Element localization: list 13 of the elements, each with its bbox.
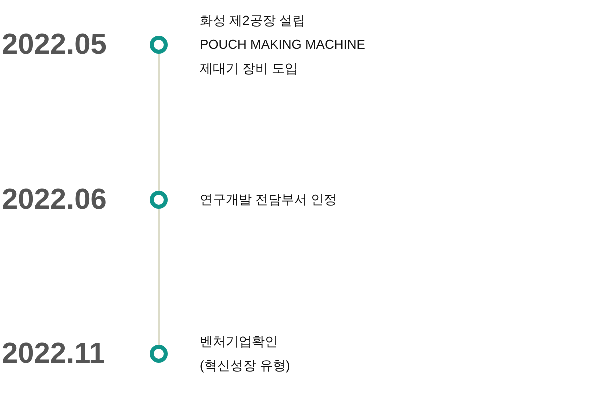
event-text: 연구개발 전담부서 인정	[200, 191, 338, 209]
event-text: 제대기 장비 도입	[200, 60, 300, 78]
timeline-marker	[150, 191, 168, 209]
timeline-marker	[150, 36, 168, 54]
date-label: 2022.05	[2, 28, 107, 62]
event-text: POUCH MAKING MACHINE	[200, 36, 366, 54]
timeline-line	[158, 54, 160, 191]
timeline-marker	[150, 345, 168, 363]
event-text: 화성 제2공장 설립	[200, 12, 306, 30]
event-text: 벤처기업확인 (혁신성장 유형)	[200, 333, 292, 375]
date-label: 2022.11	[2, 337, 106, 371]
timeline-line	[158, 209, 160, 345]
date-label: 2022.06	[2, 183, 107, 217]
